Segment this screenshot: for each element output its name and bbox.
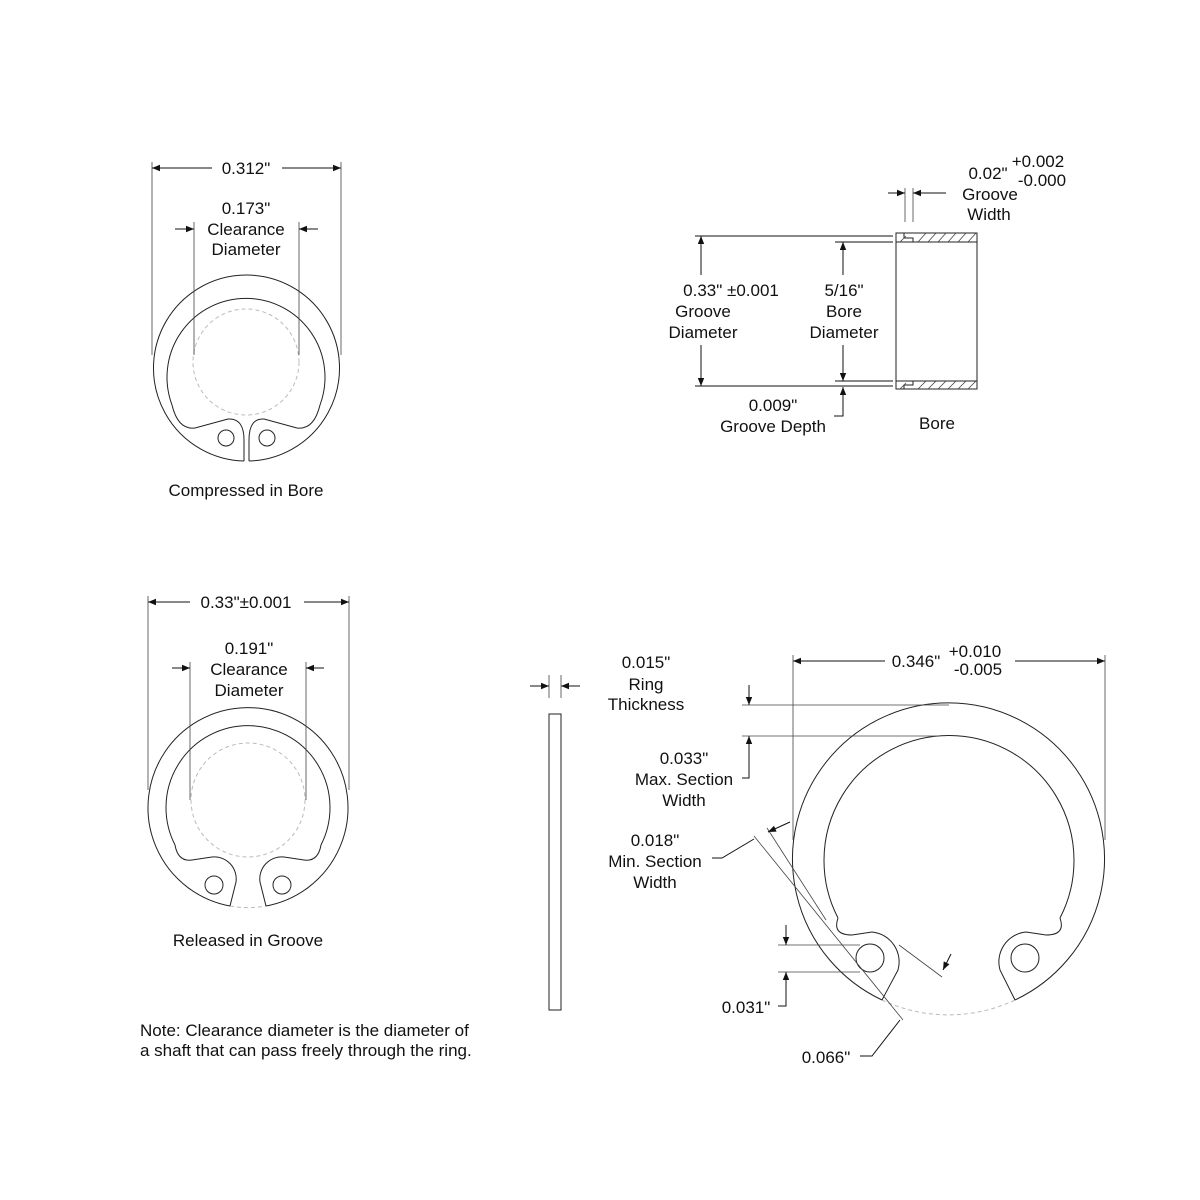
detail-ring-hole-left <box>855 943 885 973</box>
min-section-value: 0.018" <box>631 831 680 850</box>
detail-ring-gap <box>881 999 1016 1016</box>
released-ring-hole-left <box>204 875 224 895</box>
released-ring-inner <box>165 725 331 907</box>
bore-section-view: 0.02" +0.002 -0.000 Groove Width 0.33" ±… <box>669 152 1067 436</box>
groove-diameter-label: Diameter <box>669 323 738 342</box>
min-section-label: Min. Section <box>608 852 702 871</box>
min-section-label: Width <box>633 873 676 892</box>
compressed-ring-hole-right <box>258 429 276 447</box>
compressed-ring-hole-left <box>217 429 235 447</box>
compressed-clearance-value: 0.173" <box>222 199 271 218</box>
lug-dimension-value: 0.066" <box>802 1048 851 1067</box>
released-ring-outer <box>147 707 349 907</box>
compressed-outer-dim: 0.312" <box>222 159 271 178</box>
compressed-ring-inner <box>166 297 326 461</box>
max-section-label: Max. Section <box>635 770 733 789</box>
detail-ring-inner <box>823 735 1075 1001</box>
max-section-label: Width <box>662 791 705 810</box>
ring-detail-view: 0.346" +0.010 -0.005 0.033" Max. Section… <box>608 642 1106 1067</box>
compressed-clearance-circle <box>192 308 300 416</box>
compressed-ring-view: 0.312" 0.173" Clearance Diameter Compres… <box>151 159 342 500</box>
ring-edge <box>548 713 562 1011</box>
thickness-label: Thickness <box>608 695 685 714</box>
max-section-value: 0.033" <box>660 749 709 768</box>
released-clearance-circle <box>190 742 306 858</box>
thickness-label: Ring <box>629 675 664 694</box>
bore-diameter-value: 5/16" <box>824 281 863 300</box>
groove-depth-value: 0.009" <box>749 396 798 415</box>
note-line-1: Note: Clearance diameter is the diameter… <box>140 1021 469 1040</box>
groove-width-tol-plus: +0.002 <box>1012 152 1064 171</box>
groove-diameter-value: 0.33" ±0.001 <box>683 281 779 300</box>
ring-side-view: 0.015" Ring Thickness <box>530 653 685 1011</box>
released-clearance-label: Diameter <box>215 681 284 700</box>
bore-diameter-label: Diameter <box>810 323 879 342</box>
compressed-ring-outer <box>153 274 340 462</box>
free-diameter-value: 0.346" <box>892 652 941 671</box>
bore-hatching <box>899 232 977 390</box>
groove-width-label: Groove <box>962 185 1018 204</box>
groove-width-value: 0.02" <box>968 164 1007 183</box>
bore-diameter-label: Bore <box>826 302 862 321</box>
released-clearance-label: Clearance <box>210 660 288 679</box>
bore-caption: Bore <box>919 414 955 433</box>
released-caption: Released in Groove <box>173 931 323 950</box>
released-outer-dim: 0.33"±0.001 <box>201 593 292 612</box>
detail-ring-outer <box>792 702 1105 1001</box>
compressed-clearance-label: Clearance <box>207 220 285 239</box>
released-ring-view: 0.33"±0.001 0.191" Clearance Diameter Re… <box>147 593 350 950</box>
compressed-caption: Compressed in Bore <box>169 481 324 500</box>
groove-depth-label: Groove Depth <box>720 417 826 436</box>
groove-width-tol-minus: -0.000 <box>1018 171 1066 190</box>
detail-ring-hole-right <box>1010 943 1040 973</box>
groove-diameter-label: Groove <box>675 302 731 321</box>
note-line-2: a shaft that can pass freely through the… <box>140 1041 472 1060</box>
hole-diameter-value: 0.031" <box>722 998 771 1017</box>
released-clearance-value: 0.191" <box>225 639 274 658</box>
bore-outline <box>895 232 978 390</box>
released-ring-gap <box>229 905 267 909</box>
free-diameter-tol-plus: +0.010 <box>949 642 1001 661</box>
thickness-value: 0.015" <box>622 653 671 672</box>
released-ring-hole-right <box>272 875 292 895</box>
free-diameter-tol-minus: -0.005 <box>954 660 1002 679</box>
compressed-clearance-label: Diameter <box>212 240 281 259</box>
groove-width-label: Width <box>967 205 1010 224</box>
